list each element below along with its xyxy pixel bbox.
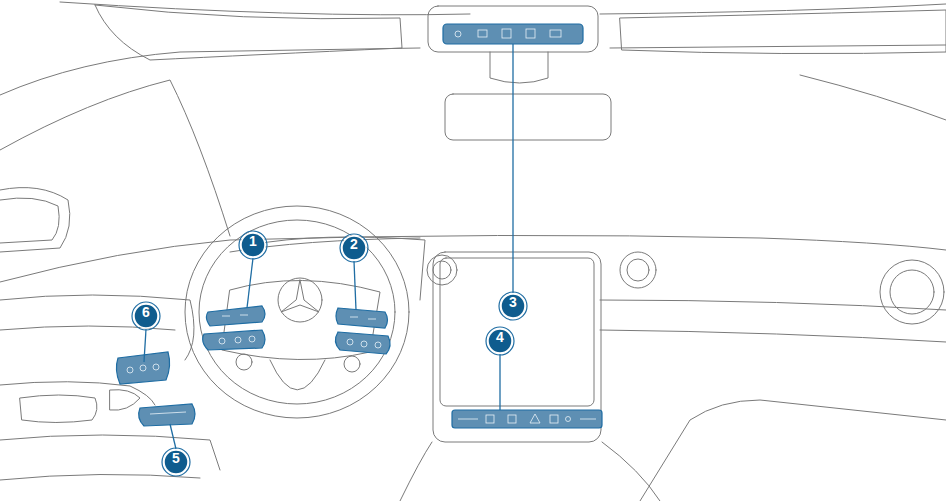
callout-marker	[239, 231, 267, 259]
callout-marker	[340, 234, 368, 262]
callout-number: 2	[342, 236, 366, 260]
callout-number: 4	[488, 329, 512, 353]
callout-marker	[132, 302, 160, 330]
callout-marker	[499, 292, 527, 320]
callout-number: 1	[241, 233, 265, 257]
callout-number: 3	[501, 294, 525, 318]
callout-number: 5	[164, 450, 188, 474]
callout-number: 6	[134, 304, 158, 328]
callout-marker	[486, 327, 514, 355]
callout-marker	[162, 448, 190, 476]
